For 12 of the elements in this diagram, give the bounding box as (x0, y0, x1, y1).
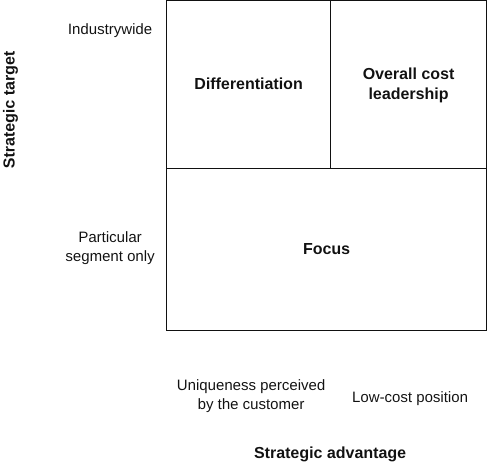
cell-label: Focus (302, 240, 350, 260)
cell-label: Differentiation (194, 74, 303, 94)
matrix-cell (166, 0, 331, 169)
matrix-cell (330, 0, 487, 169)
cell-label: Overall cost leadership (362, 64, 456, 104)
column-label: Low-cost position (351, 388, 469, 407)
axis-title: Strategic target (0, 50, 20, 170)
row-label: Particular segment only (64, 228, 156, 266)
axis-title: Strategic advantage (252, 444, 408, 463)
column-label: Uniqueness perceived by the customer (176, 376, 326, 414)
matrix-cell (166, 168, 487, 331)
row-label: Industrywide (66, 20, 154, 39)
